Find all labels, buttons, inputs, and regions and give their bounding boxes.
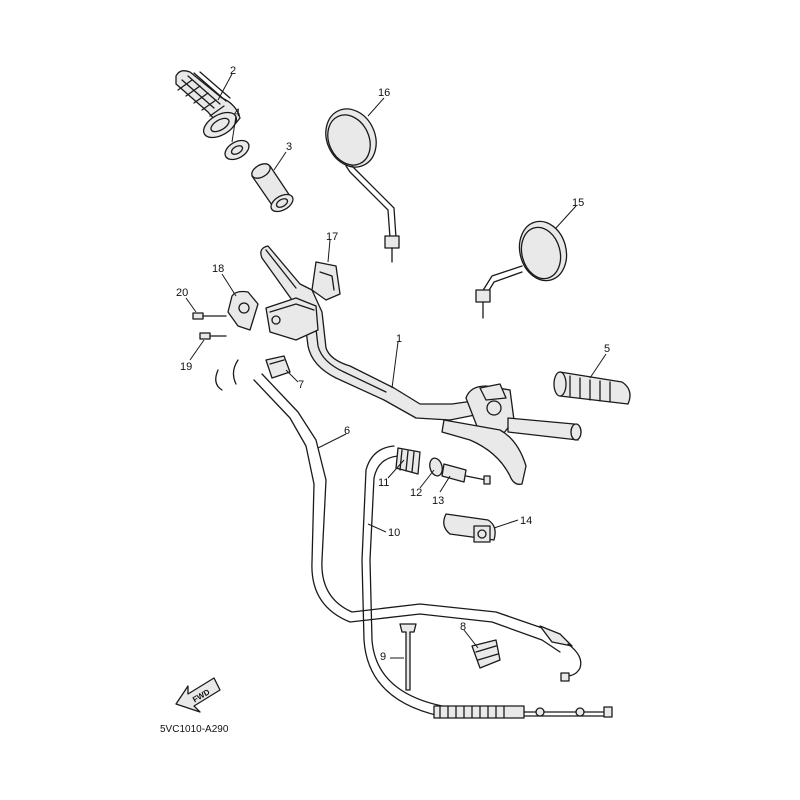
callout-labels: 2 4 3 16 15 17 18 20 19 1 5 7 6 11 12 13… — [176, 65, 610, 663]
callout-14: 14 — [520, 515, 532, 527]
screw-20-part — [192, 312, 227, 320]
screw-19-part — [199, 332, 227, 340]
callout-9: 9 — [380, 651, 386, 663]
callout-17: 17 — [326, 231, 338, 243]
left-switch-assembly-part — [227, 261, 341, 341]
grip-washer-part — [224, 139, 250, 161]
callout-8: 8 — [460, 621, 466, 633]
callout-5: 5 — [604, 343, 610, 355]
throttle-cable-part — [361, 445, 613, 719]
callout-12: 12 — [410, 487, 422, 499]
cable-clamp-8-part — [471, 639, 501, 669]
callout-19: 19 — [180, 361, 192, 373]
right-lever-assembly-part — [441, 383, 582, 485]
callout-20: 20 — [176, 287, 188, 299]
callout-18: 18 — [212, 263, 224, 275]
callout-2: 2 — [230, 65, 236, 77]
callout-4: 4 — [234, 107, 240, 119]
callout-15: 15 — [572, 197, 584, 209]
throttle-tube-part — [251, 163, 294, 213]
leader-lines — [185, 73, 607, 659]
cable-band-9-part — [399, 623, 417, 691]
right-mirror-part — [475, 220, 568, 319]
left-mirror-part — [325, 108, 400, 263]
diagram-code: 5VC1010-A290 — [160, 724, 229, 735]
left-grip-part — [175, 70, 241, 139]
fwd-arrow-icon: FWD — [175, 677, 221, 713]
clutch-cable-part — [215, 359, 582, 682]
callout-16: 16 — [378, 87, 390, 99]
adjuster-11-part — [395, 447, 421, 475]
callout-7: 7 — [298, 379, 304, 391]
callout-10: 10 — [388, 527, 400, 539]
callout-6: 6 — [344, 425, 350, 437]
callout-3: 3 — [286, 141, 292, 153]
callout-1: 1 — [396, 333, 402, 345]
boot-13-part — [441, 463, 491, 485]
right-grip-part — [553, 371, 631, 405]
callout-13: 13 — [432, 495, 444, 507]
callout-11: 11 — [378, 477, 389, 489]
cable-guide-7-part — [265, 355, 291, 379]
cable-holder-14-part — [443, 513, 496, 543]
